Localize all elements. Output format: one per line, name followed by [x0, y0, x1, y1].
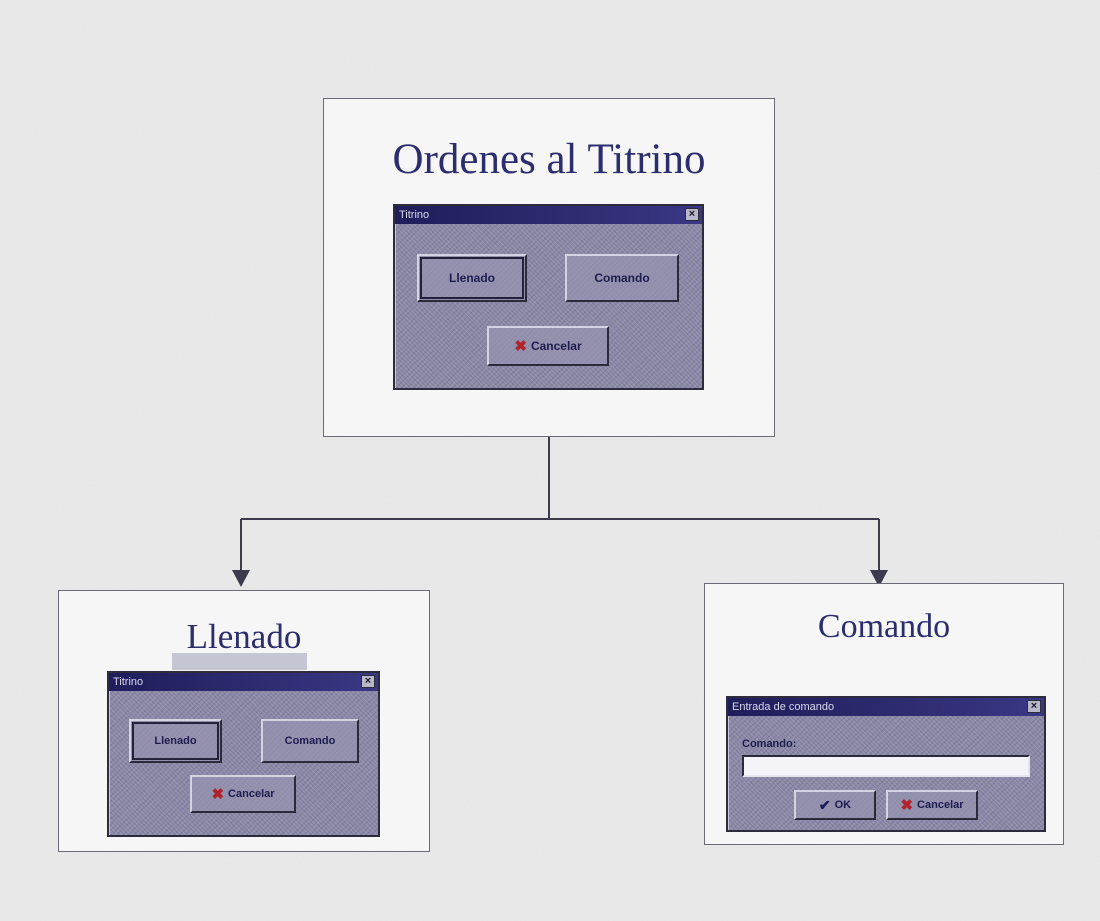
close-icon[interactable]: × [361, 675, 375, 688]
dialog-titlebar: Titrino [109, 673, 378, 691]
dialog-title: Titrino [113, 676, 144, 688]
comando-panel: Comando Entrada de comando × Comando: ✔ … [704, 583, 1064, 845]
title-highlight-bar [172, 653, 307, 670]
close-icon[interactable]: × [685, 208, 699, 221]
cancel-icon: ✖ [514, 338, 527, 355]
cancelar-button[interactable]: ✖ Cancelar [487, 326, 609, 366]
comando-input[interactable] [742, 755, 1030, 777]
comando-button-label: Comando [284, 735, 336, 747]
llenado-button[interactable]: Llenado [417, 254, 527, 302]
comando-field-label: Comando: [742, 738, 797, 750]
comando-button[interactable]: Comando [261, 719, 359, 763]
llenado-dialog: Titrino × Llenado Comando ✖ Cancelar [107, 671, 380, 837]
dialog-titlebar: Titrino [395, 206, 702, 224]
comando-panel-title: Comando [817, 608, 951, 645]
ok-button[interactable]: ✔ OK [794, 790, 876, 820]
cancel-icon: ✖ [211, 786, 225, 803]
top-panel: Ordenes al Titrino Titrino × Llenado Com… [323, 98, 775, 437]
llenado-button-label: Llenado [154, 735, 197, 747]
arrowhead-right [870, 570, 888, 587]
llenado-panel-title: Llenado [186, 617, 302, 656]
llenado-panel: Llenado Titrino × Llenado Comando ✖ Canc… [58, 590, 430, 852]
comando-button[interactable]: Comando [565, 254, 679, 302]
cancel-icon: ✖ [900, 797, 914, 814]
comando-button-label: Comando [594, 271, 650, 285]
close-icon[interactable]: × [1027, 700, 1041, 713]
ok-button-label: OK [834, 799, 852, 811]
dialog-titlebar: Entrada de comando [728, 698, 1044, 716]
cancelar-button-label: Cancelar [530, 339, 582, 353]
top-panel-title: Ordenes al Titrino [392, 136, 706, 183]
cancelar-button[interactable]: ✖ Cancelar [886, 790, 978, 820]
llenado-button[interactable]: Llenado [129, 719, 222, 763]
titrino-dialog: Titrino × Llenado Comando ✖ Cancelar [393, 204, 704, 390]
dialog-title: Entrada de comando [732, 701, 835, 713]
comando-dialog: Entrada de comando × Comando: ✔ OK ✖ Can… [726, 696, 1046, 832]
cancelar-button-label: Cancelar [228, 788, 275, 800]
cancelar-button[interactable]: ✖ Cancelar [190, 775, 296, 813]
arrowhead-left [232, 570, 250, 587]
cancelar-button-label: Cancelar [917, 799, 964, 811]
llenado-button-label: Llenado [448, 271, 495, 285]
dialog-title: Titrino [399, 209, 430, 221]
check-icon: ✔ [818, 796, 831, 813]
